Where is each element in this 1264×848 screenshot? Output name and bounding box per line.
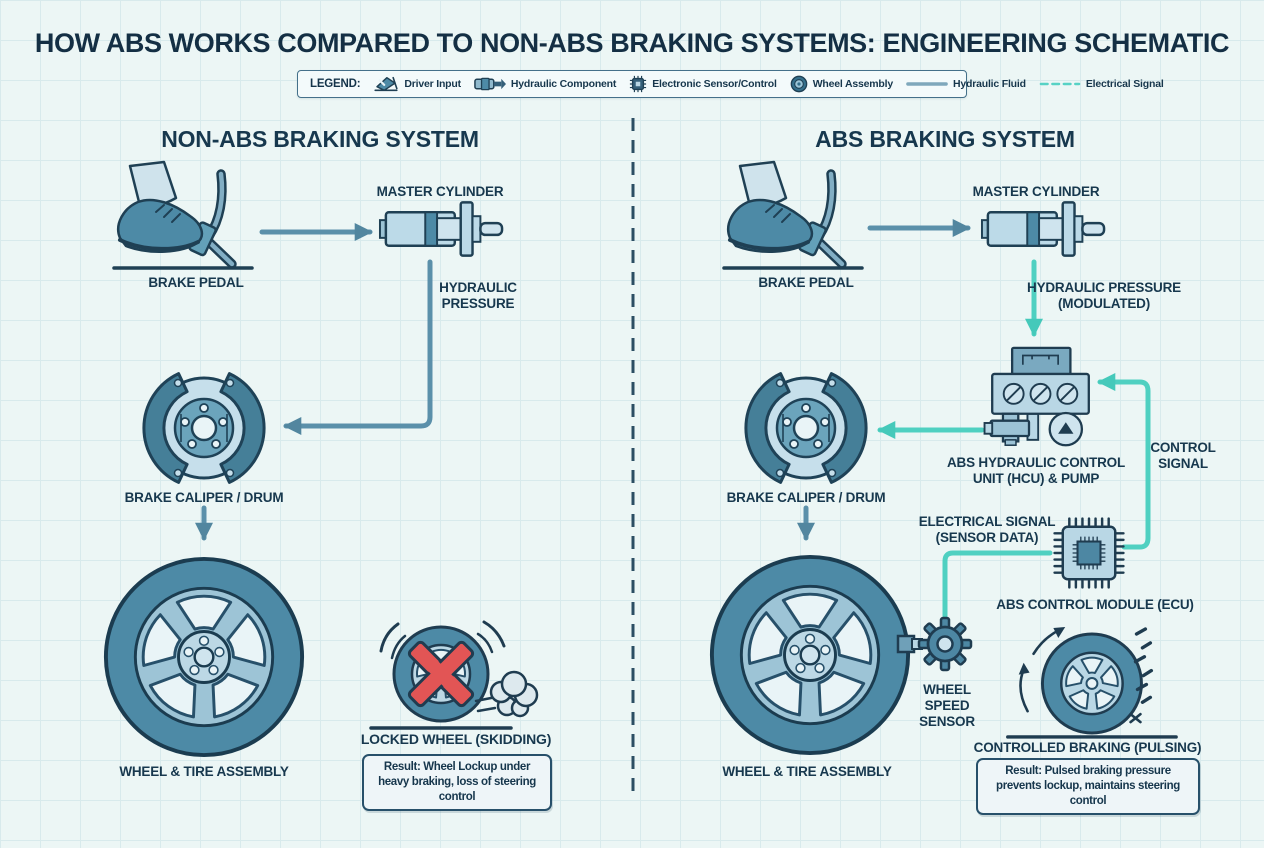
brake-caliper-illustration [142,372,266,484]
pulse-marks-icon [1129,627,1154,724]
legend-item-label: Hydraulic Fluid [952,78,1026,90]
wheel-tire-illustration [103,556,305,758]
legend-item-wheel-assembly: Wheel Assembly [790,75,893,93]
hydraulic-pressure-modulated-label: HYDRAULIC PRESSURE (MODULATED) [1027,280,1181,311]
brake-pedal-label: BRAKE PEDAL [758,275,854,290]
hcu-label: ABS HYDRAULIC CONTROL UNIT (HCU) & PUMP [946,455,1126,486]
legend-item-electronic-sensor: Electronic Sensor/Control [629,75,777,93]
control-signal-label: CONTROL SIGNAL [1150,440,1216,471]
legend-item-driver-input: Driver Input [373,75,461,93]
line-mc-to-caliper-left [283,259,433,435]
gear-icon [917,616,973,672]
legend-bar: LEGEND: Driver Input Hydraulic Component [297,70,1164,98]
controlled-braking-label: CONTROLLED BRAKING (PULSING) [973,740,1202,755]
locked-wheel-label: LOCKED WHEEL (SKIDDING) [360,731,552,747]
ecu-chip-illustration [1053,517,1125,589]
line-ecu-to-hcu-control [1097,373,1151,550]
line-sensor-to-ecu [942,550,1053,619]
legend-item-label: Electronic Sensor/Control [652,78,777,90]
wheel-speed-sensor-illustration [896,616,973,672]
legend-item-label: Wheel Assembly [812,78,893,90]
legend-title: LEGEND: [310,78,361,90]
electrical-signal-label: ELECTRICAL SIGNAL (SENSOR DATA) [918,514,1056,545]
red-x-icon [407,640,475,708]
legend-item-label: Driver Input [404,78,461,90]
master-cylinder-illustration [378,201,504,257]
hydraulic-pressure-label: HYDRAULIC PRESSURE [439,280,517,311]
locked-wheel-illustration [369,620,539,730]
wheel-tire-illustration [709,554,911,756]
brake-pedal-illustration [100,162,265,280]
smoke-cloud-icon [489,670,539,718]
brake-pedal-label: BRAKE PEDAL [148,275,244,290]
hydraulic-cylinder-icon [474,77,506,91]
legend-item-electrical-signal: Electrical Signal [1039,78,1164,90]
microchip-icon [630,75,647,93]
brake-caliper-label: BRAKE CALIPER / DRUM [726,490,886,505]
wheel-speed-sensor-label: WHEEL SPEED SENSOR [919,682,975,729]
non-abs-heading: NON-ABS BRAKING SYSTEM [161,126,479,152]
brake-pedal-icon [374,76,398,92]
abs-result-box: Result: Pulsed braking pressure prevents… [976,758,1200,815]
legend-item-hydraulic-component: Hydraulic Component [474,76,616,92]
master-cylinder-illustration [980,201,1106,257]
master-cylinder-label: MASTER CYLINDER [972,184,1100,199]
legend-item-label: Electrical Signal [1085,78,1164,90]
legend-item-hydraulic-fluid: Hydraulic Fluid [906,78,1026,90]
ecu-label: ABS CONTROL MODULE (ECU) [996,597,1194,612]
wheel-assembly-label: WHEEL & TIRE ASSEMBLY [119,764,289,779]
non-abs-result-box: Result: Wheel Lockup under heavy braking… [362,754,552,811]
brake-caliper-illustration [744,372,868,484]
master-cylinder-label: MASTER CYLINDER [376,184,504,199]
hydraulic-fluid-line-icon [906,82,948,86]
abs-heading: ABS BRAKING SYSTEM [815,126,1075,152]
controlled-braking-illustration [1006,627,1178,739]
page-title: HOW ABS WORKS COMPARED TO NON-ABS BRAKIN… [34,28,1230,58]
electrical-signal-line-icon [1039,82,1081,86]
brake-caliper-label: BRAKE CALIPER / DRUM [124,490,284,505]
wheel-icon [790,75,808,93]
brake-pedal-illustration [710,162,875,280]
hcu-illustration [983,346,1090,447]
wheel-assembly-label: WHEEL & TIRE ASSEMBLY [722,764,892,779]
legend-item-label: Hydraulic Component [510,78,617,90]
